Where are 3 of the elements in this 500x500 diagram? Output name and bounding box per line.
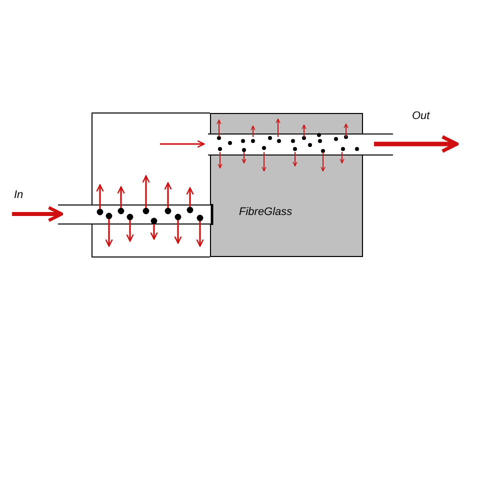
outlet-label: Out <box>412 110 430 122</box>
inlet-label: In <box>14 189 24 201</box>
material-label: FibreGlass <box>239 206 292 218</box>
